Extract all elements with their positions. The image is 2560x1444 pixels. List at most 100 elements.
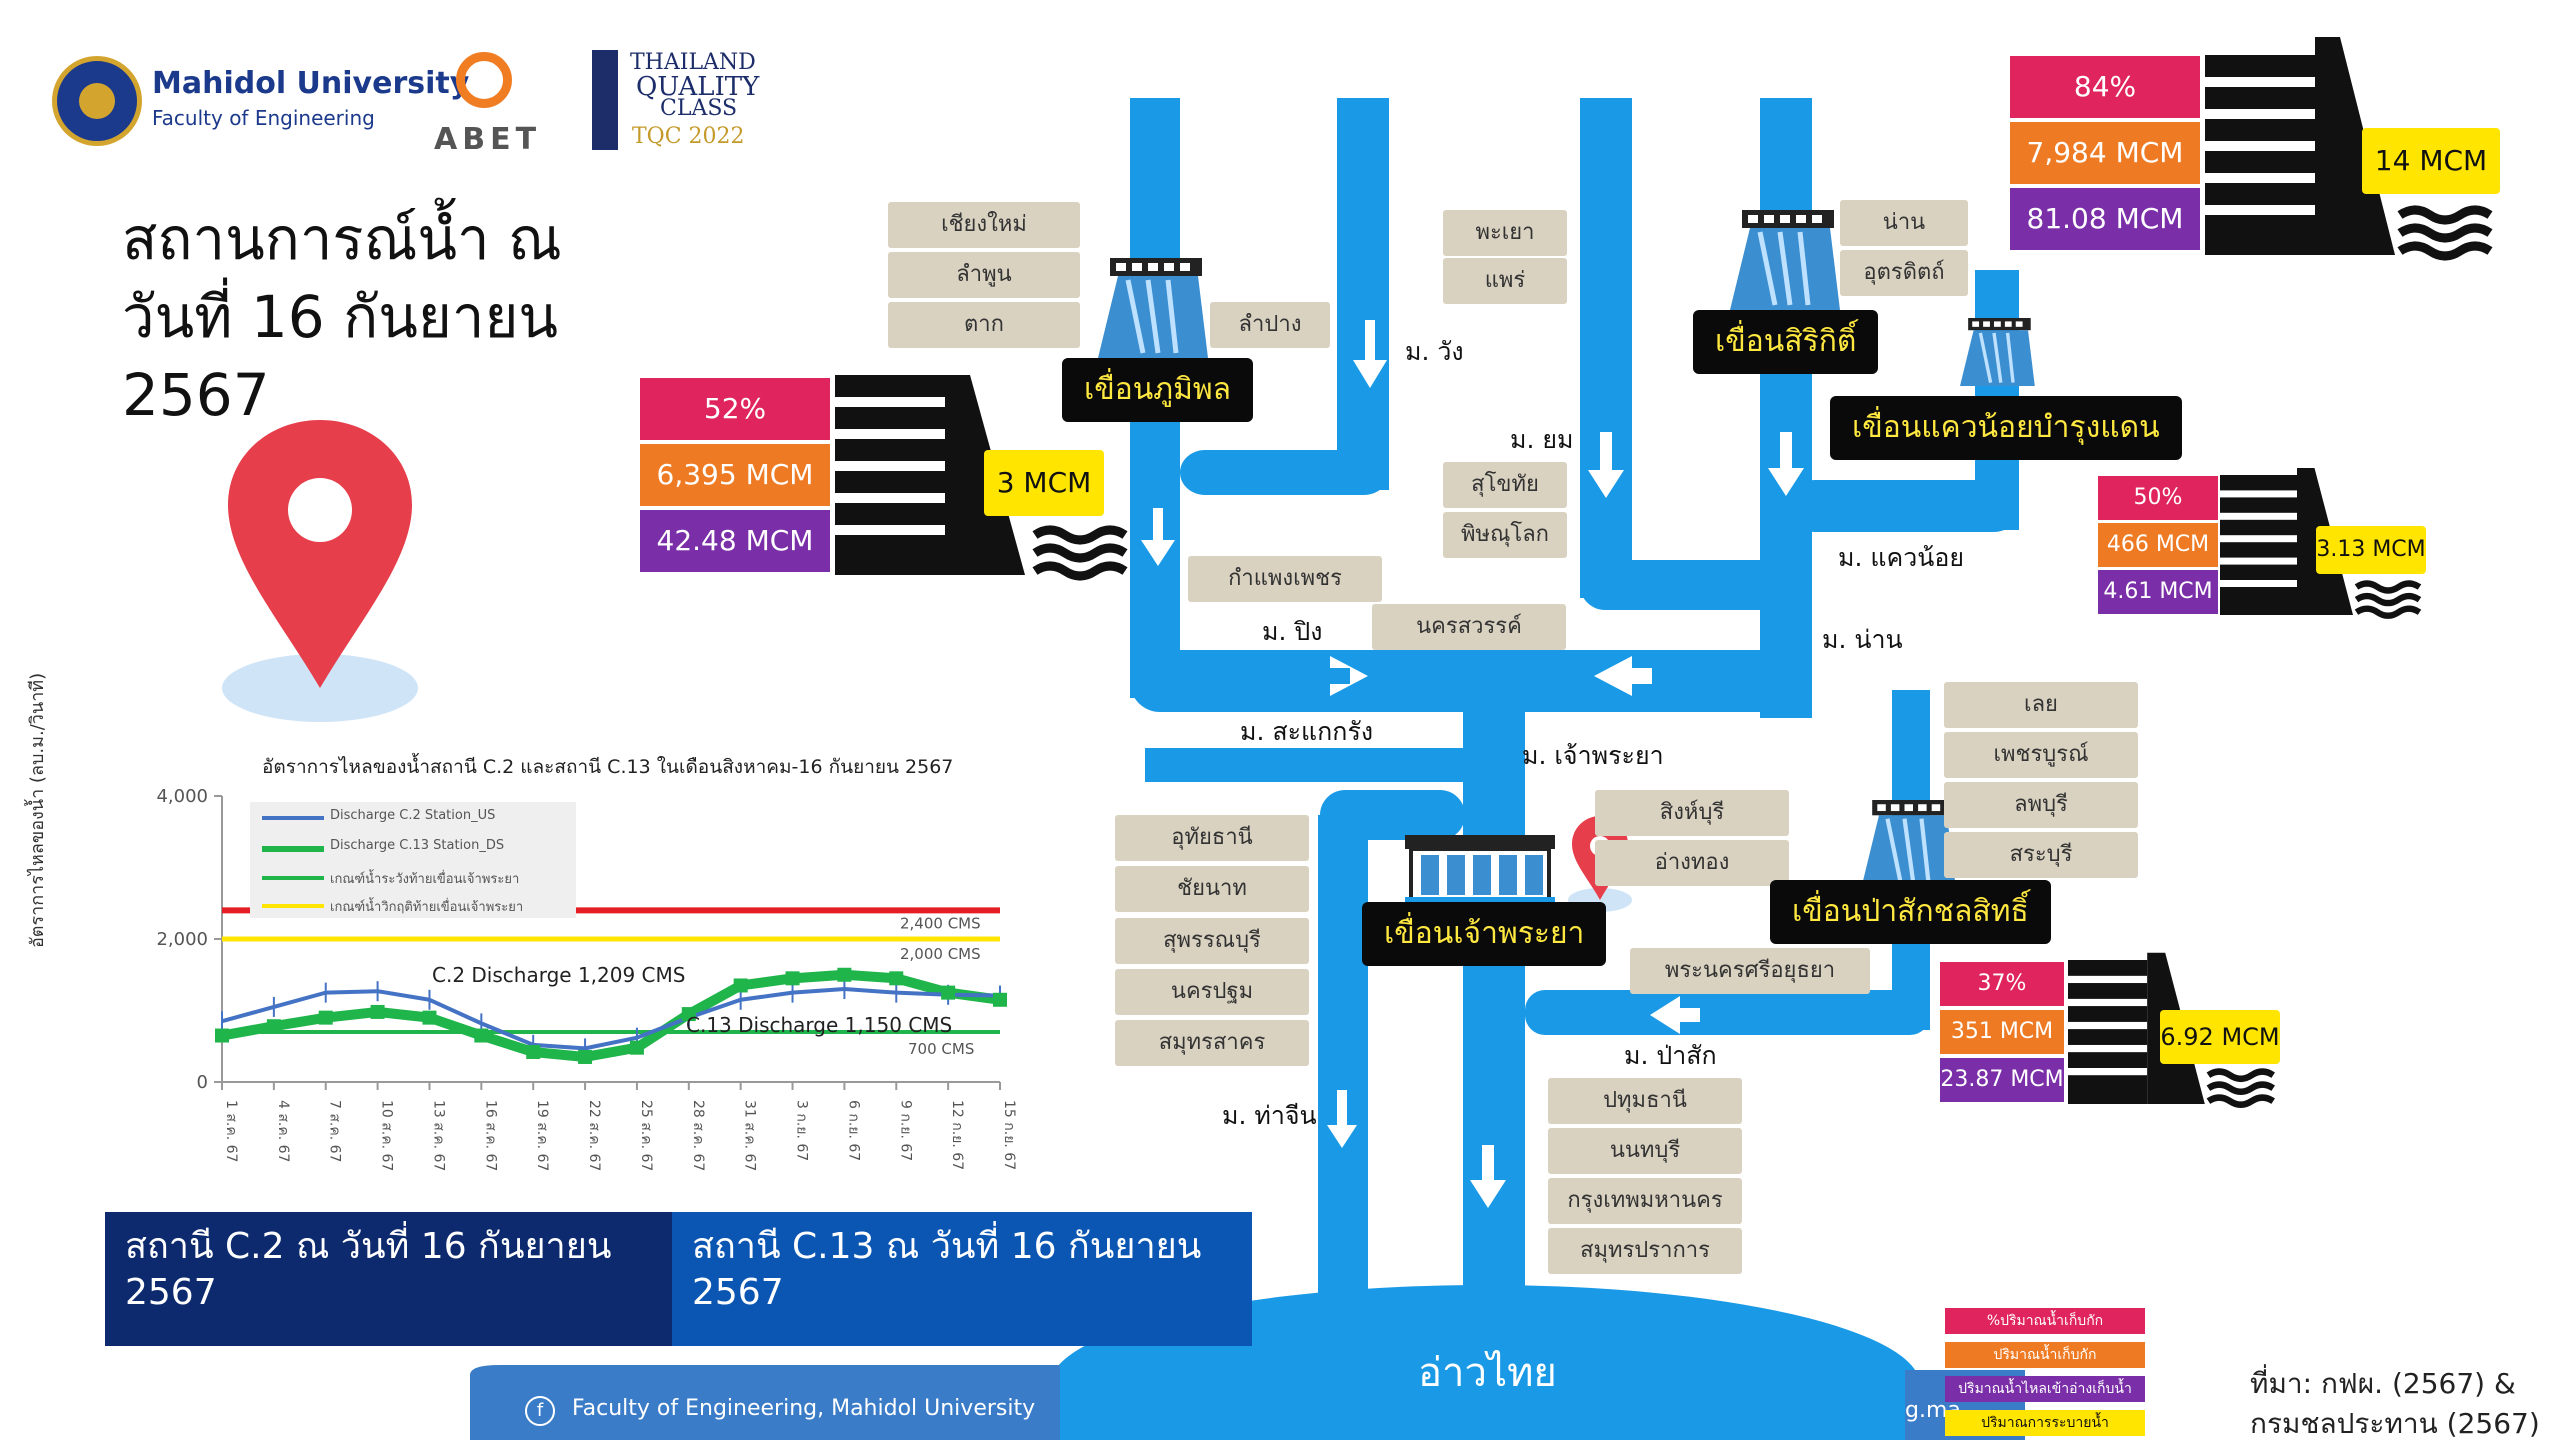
c13-point (681, 1007, 696, 1022)
legend-swatch-c13 (262, 846, 324, 852)
province-tag: อุทัยธานี (1115, 815, 1309, 861)
pasak-inflow: 23.87 MCM (1940, 1058, 2064, 1102)
x-tick-label: 3 ก.ย. 67 (794, 1100, 810, 1161)
x-tick-label: 19 ส.ค. 67 (534, 1100, 550, 1171)
khwae-noi-inflow: 4.61 MCM (2098, 570, 2218, 614)
c13-point (733, 978, 748, 993)
x-tick-label: 13 ส.ค. 67 (430, 1100, 446, 1171)
province-tag: นนทบุรี (1548, 1128, 1742, 1174)
source-line2: กรมชลประทาน (2567) (2250, 1407, 2540, 1440)
dam-label-bhumibol: เขื่อนภูมิพล (1062, 358, 1253, 422)
faculty-name: Faculty of Engineering (152, 106, 375, 130)
dam-icon-chao-phraya (1405, 835, 1555, 905)
x-tick-label: 6 ก.ย. 67 (845, 1100, 861, 1161)
province-tag: ลำพูน (888, 252, 1080, 298)
legend-label-c13: Discharge C.13 Station_DS (330, 838, 505, 853)
footer-bar (470, 1365, 1060, 1440)
station-c2-line1: สถานี C.2 ณ วันที่ 16 กันยายน (125, 1226, 612, 1267)
river-label-yom: ม. ยม (1510, 425, 1574, 454)
legend-label-critical: เกณฑ์น้ำวิกฤติท้ายเขื่อนเจ้าพระยา (330, 900, 524, 915)
chart-title: อัตราการไหลของน้ำสถานี C.2 และสถานี C.13… (262, 756, 954, 778)
province-tag: เพชรบูรณ์ (1944, 732, 2138, 778)
abet-label: ABET (434, 122, 542, 157)
province-tag: ลำปาง (1210, 302, 1330, 348)
page-title: สถานการณ์น้ำ ณ วันที่ 16 กันยายน 2567 (122, 200, 562, 434)
x-tick-label: 15 ก.ย. 67 (1001, 1100, 1017, 1170)
legend-swatch-watch (262, 876, 324, 880)
province-tag: น่าน (1840, 200, 1968, 246)
dam-icon-bhumibol (1098, 258, 1208, 358)
x-tick-label: 25 ส.ค. 67 (638, 1100, 654, 1171)
x-tick-label: 4 ส.ค. 67 (275, 1100, 291, 1162)
x-tick-label: 28 ส.ค. 67 (690, 1100, 706, 1171)
series-line (221, 969, 1001, 1062)
tqc-emblem-logo (592, 50, 618, 150)
location-pin-icon (222, 420, 418, 722)
sirikit-storage: 7,984 MCM (2010, 122, 2200, 184)
river-network (1130, 98, 2019, 1300)
annotation-c2: C.2 Discharge 1,209 CMS (432, 963, 685, 987)
legend-release: ปริมาณการระบายน้ำ (1945, 1410, 2145, 1436)
province-tag: นครสวรรค์ (1372, 604, 1566, 650)
province-tag: สิงห์บุรี (1595, 790, 1789, 836)
khwae-noi-percent: 50% (2098, 476, 2218, 520)
pasak-release: 6.92 MCM (2160, 1010, 2280, 1064)
c13-point (422, 1010, 437, 1025)
reservoir-icon-khwae-noi (2220, 468, 2422, 619)
river-label-chao-phraya: ม. เจ้าพระยา (1522, 741, 1664, 770)
dam-label-khwae-noi: เขื่อนแควน้อยบำรุงแดน (1830, 396, 2182, 460)
chart-legend: Discharge C.2 Station_US Discharge C.13 … (250, 802, 576, 918)
sirikit-percent: 84% (2010, 56, 2200, 118)
province-tag: เชียงใหม่ (888, 202, 1080, 248)
annotation-yellow: 2,000 CMS (900, 945, 981, 963)
series-line (221, 987, 1001, 1051)
province-tag: ตาก (888, 302, 1080, 348)
province-tag: สุโขทัย (1443, 462, 1567, 508)
province-tag: สมุทรสาคร (1115, 1020, 1309, 1066)
c13-point (578, 1049, 593, 1064)
reservoir-icon-sirikit (2205, 37, 2493, 261)
mahidol-seal-logo (52, 56, 142, 146)
x-tick-label: 10 ส.ค. 67 (379, 1100, 395, 1171)
dam-icon-sirikit (1730, 210, 1840, 310)
river-label-tha-chin: ม. ท่าจีน (1222, 1101, 1317, 1130)
river-label-wang: ม. วัง (1405, 337, 1464, 366)
gulf-label: อ่าวไทย (1418, 1350, 1557, 1396)
flow-arrows (1141, 320, 1804, 1208)
river-label-nan: ม. น่าน (1822, 625, 1903, 654)
station-c13-line1: สถานี C.13 ณ วันที่ 16 กันยายน (692, 1226, 1202, 1267)
province-tag: สมุทรปราการ (1548, 1228, 1742, 1274)
sirikit-release: 14 MCM (2362, 128, 2500, 194)
title-line3: 2567 (122, 361, 270, 429)
facebook-icon[interactable]: f (525, 1396, 555, 1426)
title-line1: สถานการณ์น้ำ ณ (122, 205, 562, 273)
c13-point (215, 1028, 229, 1043)
bhumibol-inflow: 42.48 MCM (640, 510, 830, 572)
tqc-line2: QUALITY (636, 72, 760, 102)
province-tag: กำแพงเพชร (1188, 556, 1382, 602)
station-c13-box: สถานี C.13 ณ วันที่ 16 กันยายน 2567 (672, 1212, 1252, 1346)
bhumibol-release: 3 MCM (984, 450, 1104, 516)
tqc-line1: THAILAND (630, 50, 756, 75)
annotation-red: 2,400 CMS (900, 914, 981, 932)
station-c13-line2: 2567 (692, 1272, 784, 1313)
station-c2-box: สถานี C.2 ณ วันที่ 16 กันยายน 2567 (105, 1212, 691, 1346)
province-tag: พระนครศรีอยุธยา (1630, 948, 1870, 994)
legend-inflow: ปริมาณน้ำไหลเข้าอ่างเก็บน้ำ (1945, 1376, 2145, 1402)
c13-point (993, 992, 1007, 1007)
c13-point (526, 1044, 541, 1059)
footer-faculty[interactable]: Faculty of Engineering, Mahidol Universi… (572, 1396, 1036, 1421)
tqc-year: TQC 2022 (632, 124, 745, 149)
province-tag: พิษณุโลก (1443, 512, 1567, 558)
legend-label-watch: เกณฑ์น้ำระวังท้ายเขื่อนเจ้าพระยา (330, 872, 520, 887)
legend-swatch-critical (262, 904, 324, 908)
dam-icon-pasak (1862, 800, 1956, 885)
c13-point (785, 971, 800, 986)
annotation-c13: C.13 Discharge 1,150 CMS (686, 1013, 952, 1037)
province-tag: ชัยนาท (1115, 866, 1309, 912)
sirikit-inflow: 81.08 MCM (2010, 188, 2200, 250)
legend-storage-pct: %ปริมาณน้ำเก็บกัก (1945, 1308, 2145, 1334)
province-tag: ปทุมธานี (1548, 1078, 1742, 1124)
dam-icon-khwae-noi (1960, 318, 2035, 386)
